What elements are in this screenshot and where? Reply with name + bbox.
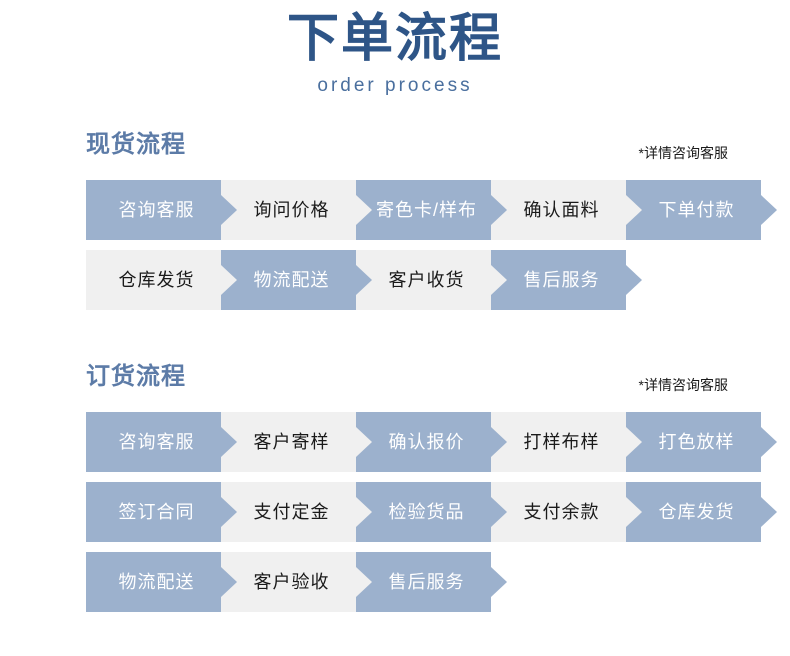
chevron-right-icon — [761, 195, 777, 225]
flow-step-label: 物流配送 — [118, 572, 195, 592]
flow-step-label: 仓库发货 — [658, 502, 735, 522]
flow-step-label: 仓库发货 — [118, 270, 195, 290]
section-heading: 订货流程 — [86, 363, 186, 390]
chevron-right-icon — [491, 567, 507, 597]
chevron-right-icon — [221, 567, 237, 597]
chevron-right-icon — [221, 265, 237, 295]
flow-step-label: 下单付款 — [658, 200, 735, 220]
chevron-right-icon — [626, 195, 642, 225]
flow-step[interactable]: 仓库发货 — [626, 482, 777, 542]
chevron-right-icon — [761, 497, 777, 527]
flow-rows: 咨询客服 客户寄样 确认报价 打样布样 打色放样签订合同 支付定金 检验货品 支付余款 仓库发货… — [86, 412, 777, 622]
page-subtitle: order process — [317, 75, 473, 96]
flow-row: 物流配送 客户验收 售后服务 — [86, 552, 761, 612]
flow-row: 咨询客服 客户寄样 确认报价 打样布样 打色放样 — [86, 412, 777, 472]
chevron-right-icon — [221, 427, 237, 457]
flow-step-label: 检验货品 — [388, 502, 465, 522]
chevron-right-icon — [221, 195, 237, 225]
flow-step[interactable]: 确认面料 — [491, 180, 642, 240]
section-note: *详情咨询客服 — [638, 145, 728, 161]
flow-step[interactable]: 签订合同 — [86, 482, 237, 542]
page-title: 下单流程 — [286, 10, 503, 68]
chevron-right-icon — [491, 265, 507, 295]
chevron-right-icon — [626, 265, 642, 295]
chevron-right-icon — [626, 427, 642, 457]
flow-step[interactable]: 咨询客服 — [86, 412, 237, 472]
chevron-right-icon — [491, 427, 507, 457]
flow-step-label: 支付余款 — [523, 502, 600, 522]
flow-step-label: 打色放样 — [658, 432, 735, 452]
flow-step[interactable]: 物流配送 — [86, 552, 237, 612]
flow-step[interactable]: 客户寄样 — [221, 412, 372, 472]
flow-step-label: 售后服务 — [523, 270, 600, 290]
chevron-right-icon — [491, 497, 507, 527]
chevron-right-icon — [221, 497, 237, 527]
flow-step[interactable]: 支付定金 — [221, 482, 372, 542]
chevron-right-icon — [761, 427, 777, 457]
flow-step[interactable]: 确认报价 — [356, 412, 507, 472]
chevron-right-icon — [356, 427, 372, 457]
flow-step[interactable]: 咨询客服 — [86, 180, 237, 240]
section-heading: 现货流程 — [86, 131, 186, 158]
page-header: 下单流程 order process — [0, 8, 790, 98]
chevron-right-icon — [626, 497, 642, 527]
flow-step-label: 寄色卡/样布 — [375, 200, 477, 220]
flow-step-label: 确认面料 — [523, 200, 600, 220]
flow-rows: 咨询客服 询问价格 寄色卡/样布 确认面料 下单付款仓库发货 物流配送 客户收货 售后服务 — [86, 180, 777, 320]
section-note: *详情咨询客服 — [638, 377, 728, 393]
flow-step[interactable]: 打样布样 — [491, 412, 642, 472]
chevron-right-icon — [356, 497, 372, 527]
flow-step-label: 询问价格 — [253, 200, 330, 220]
chevron-right-icon — [356, 195, 372, 225]
chevron-right-icon — [356, 265, 372, 295]
flow-step-label: 支付定金 — [253, 502, 330, 522]
flow-step-label: 咨询客服 — [118, 432, 195, 452]
flow-step-label: 客户寄样 — [253, 432, 330, 452]
flow-row: 咨询客服 询问价格 寄色卡/样布 确认面料 下单付款 — [86, 180, 777, 240]
flow-row: 仓库发货 物流配送 客户收货 售后服务 — [86, 250, 761, 310]
chevron-right-icon — [356, 567, 372, 597]
flow-step-label: 签订合同 — [118, 502, 195, 522]
flow-step[interactable]: 客户收货 — [356, 250, 507, 310]
flow-step[interactable]: 仓库发货 — [86, 250, 237, 310]
flow-step-label: 客户验收 — [253, 572, 330, 592]
flow-step[interactable]: 打色放样 — [626, 412, 777, 472]
flow-step[interactable]: 下单付款 — [626, 180, 777, 240]
flow-row: 签订合同 支付定金 检验货品 支付余款 仓库发货 — [86, 482, 777, 542]
flow-step[interactable]: 支付余款 — [491, 482, 642, 542]
flow-step[interactable]: 检验货品 — [356, 482, 507, 542]
flow-step[interactable]: 客户验收 — [221, 552, 372, 612]
flow-step-label: 售后服务 — [388, 572, 465, 592]
flow-step-label: 物流配送 — [253, 270, 330, 290]
flow-step[interactable]: 物流配送 — [221, 250, 372, 310]
flow-step-label: 确认报价 — [388, 432, 465, 452]
flow-step-label: 打样布样 — [523, 432, 600, 452]
flow-step[interactable]: 售后服务 — [356, 552, 507, 612]
flow-step-label: 客户收货 — [388, 270, 465, 290]
flow-step[interactable]: 寄色卡/样布 — [356, 180, 507, 240]
chevron-right-icon — [491, 195, 507, 225]
flow-step[interactable]: 询问价格 — [221, 180, 372, 240]
flow-step[interactable]: 售后服务 — [491, 250, 642, 310]
flow-step-label: 咨询客服 — [118, 200, 195, 220]
